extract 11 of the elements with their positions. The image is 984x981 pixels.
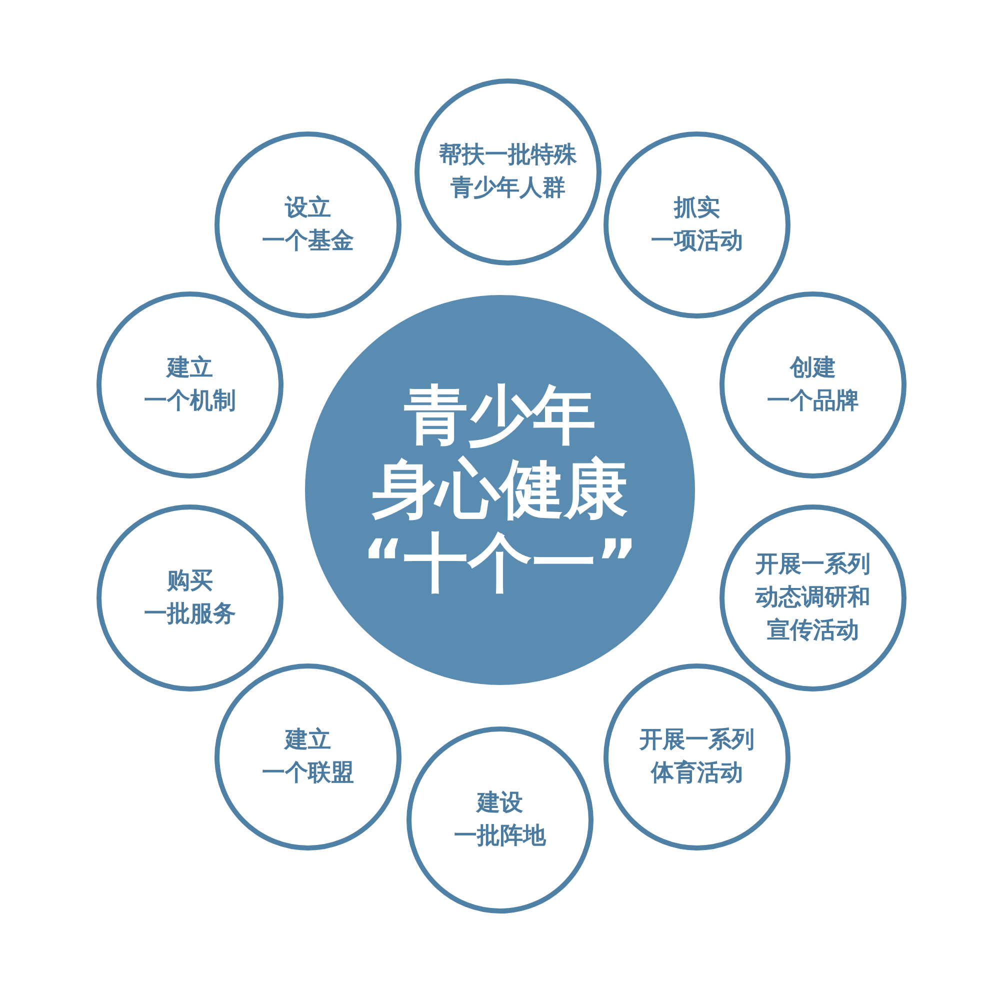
- circle-label: 抓实一项活动: [651, 194, 743, 256]
- circle-label: 开展一系列动态调研和宣传活动: [756, 550, 870, 646]
- circle-label: 购买一批服务: [144, 567, 236, 629]
- circle-label: 帮扶一批特殊青少年人群: [439, 141, 577, 203]
- circle-label: 建设一批阵地: [454, 789, 546, 851]
- circle-label: 建立一个机制: [144, 354, 236, 416]
- circle-label: 设立一个基金: [262, 194, 354, 256]
- circle-label: 创建一个品牌: [767, 354, 859, 416]
- circle-label: 建立一个联盟: [262, 726, 354, 788]
- circle-label: 开展一系列体育活动: [640, 726, 754, 788]
- title-text: 青少年身心健康“十个一”: [362, 379, 638, 601]
